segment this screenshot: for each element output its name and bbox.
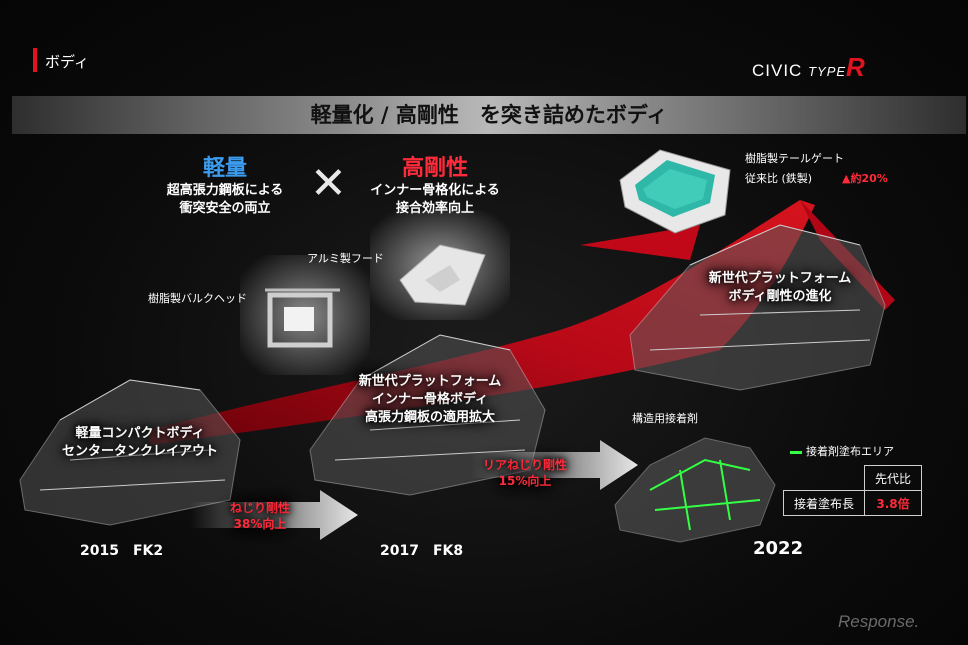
concept-rigid-line1: インナー骨格化による xyxy=(370,183,500,198)
adhesive-table-row-value: 3.8倍 xyxy=(864,490,923,516)
arrow2-line1: リアねじり剛性 xyxy=(482,458,567,472)
adhesive-legend: 接着剤塗布エリア xyxy=(790,443,894,459)
adhesive-table: 先代比 接着塗布長 3.8倍 xyxy=(782,465,923,516)
gen-2017-line2: インナー骨格ボディ xyxy=(371,392,489,407)
gen-2022-desc: 新世代プラットフォーム ボディ剛性の進化 xyxy=(690,270,870,306)
adhesive-legend-text: 接着剤塗布エリア xyxy=(806,445,894,458)
brand-r: R xyxy=(846,52,866,82)
arrow-fk2-fk8-label: ねじり剛性 38%向上 xyxy=(205,500,315,532)
gen-2015-line1: 軽量コンパクトボディ xyxy=(75,426,205,441)
banner-title: 軽量化 / 高剛性 を突き詰めたボディ xyxy=(12,96,966,134)
gen2022-body-image xyxy=(629,224,886,391)
brand-civic: CIVIC xyxy=(752,61,803,80)
cross-icon: ✕ xyxy=(310,158,347,209)
concept-light-line2: 衝突安全の両立 xyxy=(179,201,271,216)
arrow1-line2: 38%向上 xyxy=(233,517,287,531)
arrow2-line2: 15%向上 xyxy=(498,474,552,488)
arrow-fk8-2022-label: リアねじり剛性 15%向上 xyxy=(470,457,580,489)
gen-2017-line1: 新世代プラットフォーム xyxy=(358,374,502,389)
fk2-body-image xyxy=(19,379,241,526)
tailgate-compare: 従来比 (鉄製) xyxy=(745,172,813,185)
watermark: Response. xyxy=(838,612,920,631)
gen-2015-desc: 軽量コンパクトボディ センタータンクレイアウト xyxy=(40,425,240,461)
concept-rigid-heading: 高剛性 xyxy=(401,156,468,181)
adhesive-label: 構造用接着剤 xyxy=(632,412,698,425)
gen-2022-line2: ボディ剛性の進化 xyxy=(728,289,832,304)
section-accent-bar xyxy=(33,48,37,72)
legend-green-line xyxy=(790,450,802,454)
adhesive-table-header: 先代比 xyxy=(864,465,923,491)
concept-light-heading: 軽量 xyxy=(202,156,247,181)
bulkhead-label: 樹脂製バルクヘッド xyxy=(148,292,247,305)
arrow-fk8-2022 xyxy=(470,440,638,490)
concept-rigid: 高剛性 インナー骨格化による 接合効率向上 xyxy=(355,150,515,218)
gen-2017-desc: 新世代プラットフォーム インナー骨格ボディ 高張力鋼板の適用拡大 xyxy=(330,373,530,427)
gen-2022-line1: 新世代プラットフォーム xyxy=(708,271,852,286)
arrow-fk2-fk8 xyxy=(190,490,358,540)
resin-bulkhead-image xyxy=(240,255,370,375)
gen-2017-line3: 高張力鋼板の適用拡大 xyxy=(364,410,495,425)
concept-light-line1: 超高張力鋼板による xyxy=(166,183,284,198)
aluminum-hood-image xyxy=(370,210,510,320)
gen-2022-year: 2022 xyxy=(753,538,804,559)
gen-2015-line2: センタータンクレイアウト xyxy=(61,444,218,459)
arrow1-line1: ねじり剛性 xyxy=(229,501,290,515)
brand-logo: CIVIC TYPER xyxy=(752,52,866,83)
tailgate-label: 樹脂製テールゲート xyxy=(745,152,844,165)
adhesive-body-image xyxy=(614,437,776,543)
resin-tailgate-image xyxy=(619,149,731,234)
concept-light: 軽量 超高張力鋼板による 衝突安全の両立 xyxy=(150,150,300,218)
section-title: ボディ xyxy=(45,53,89,71)
adhesive-table-row-label: 接着塗布長 xyxy=(782,490,866,516)
gen-2015-year: 2015 FK2 xyxy=(80,543,164,559)
gen-2017-year: 2017 FK8 xyxy=(380,543,464,559)
brand-type: TYPE xyxy=(808,64,847,79)
tailgate-value: ▲約20% xyxy=(842,172,888,185)
